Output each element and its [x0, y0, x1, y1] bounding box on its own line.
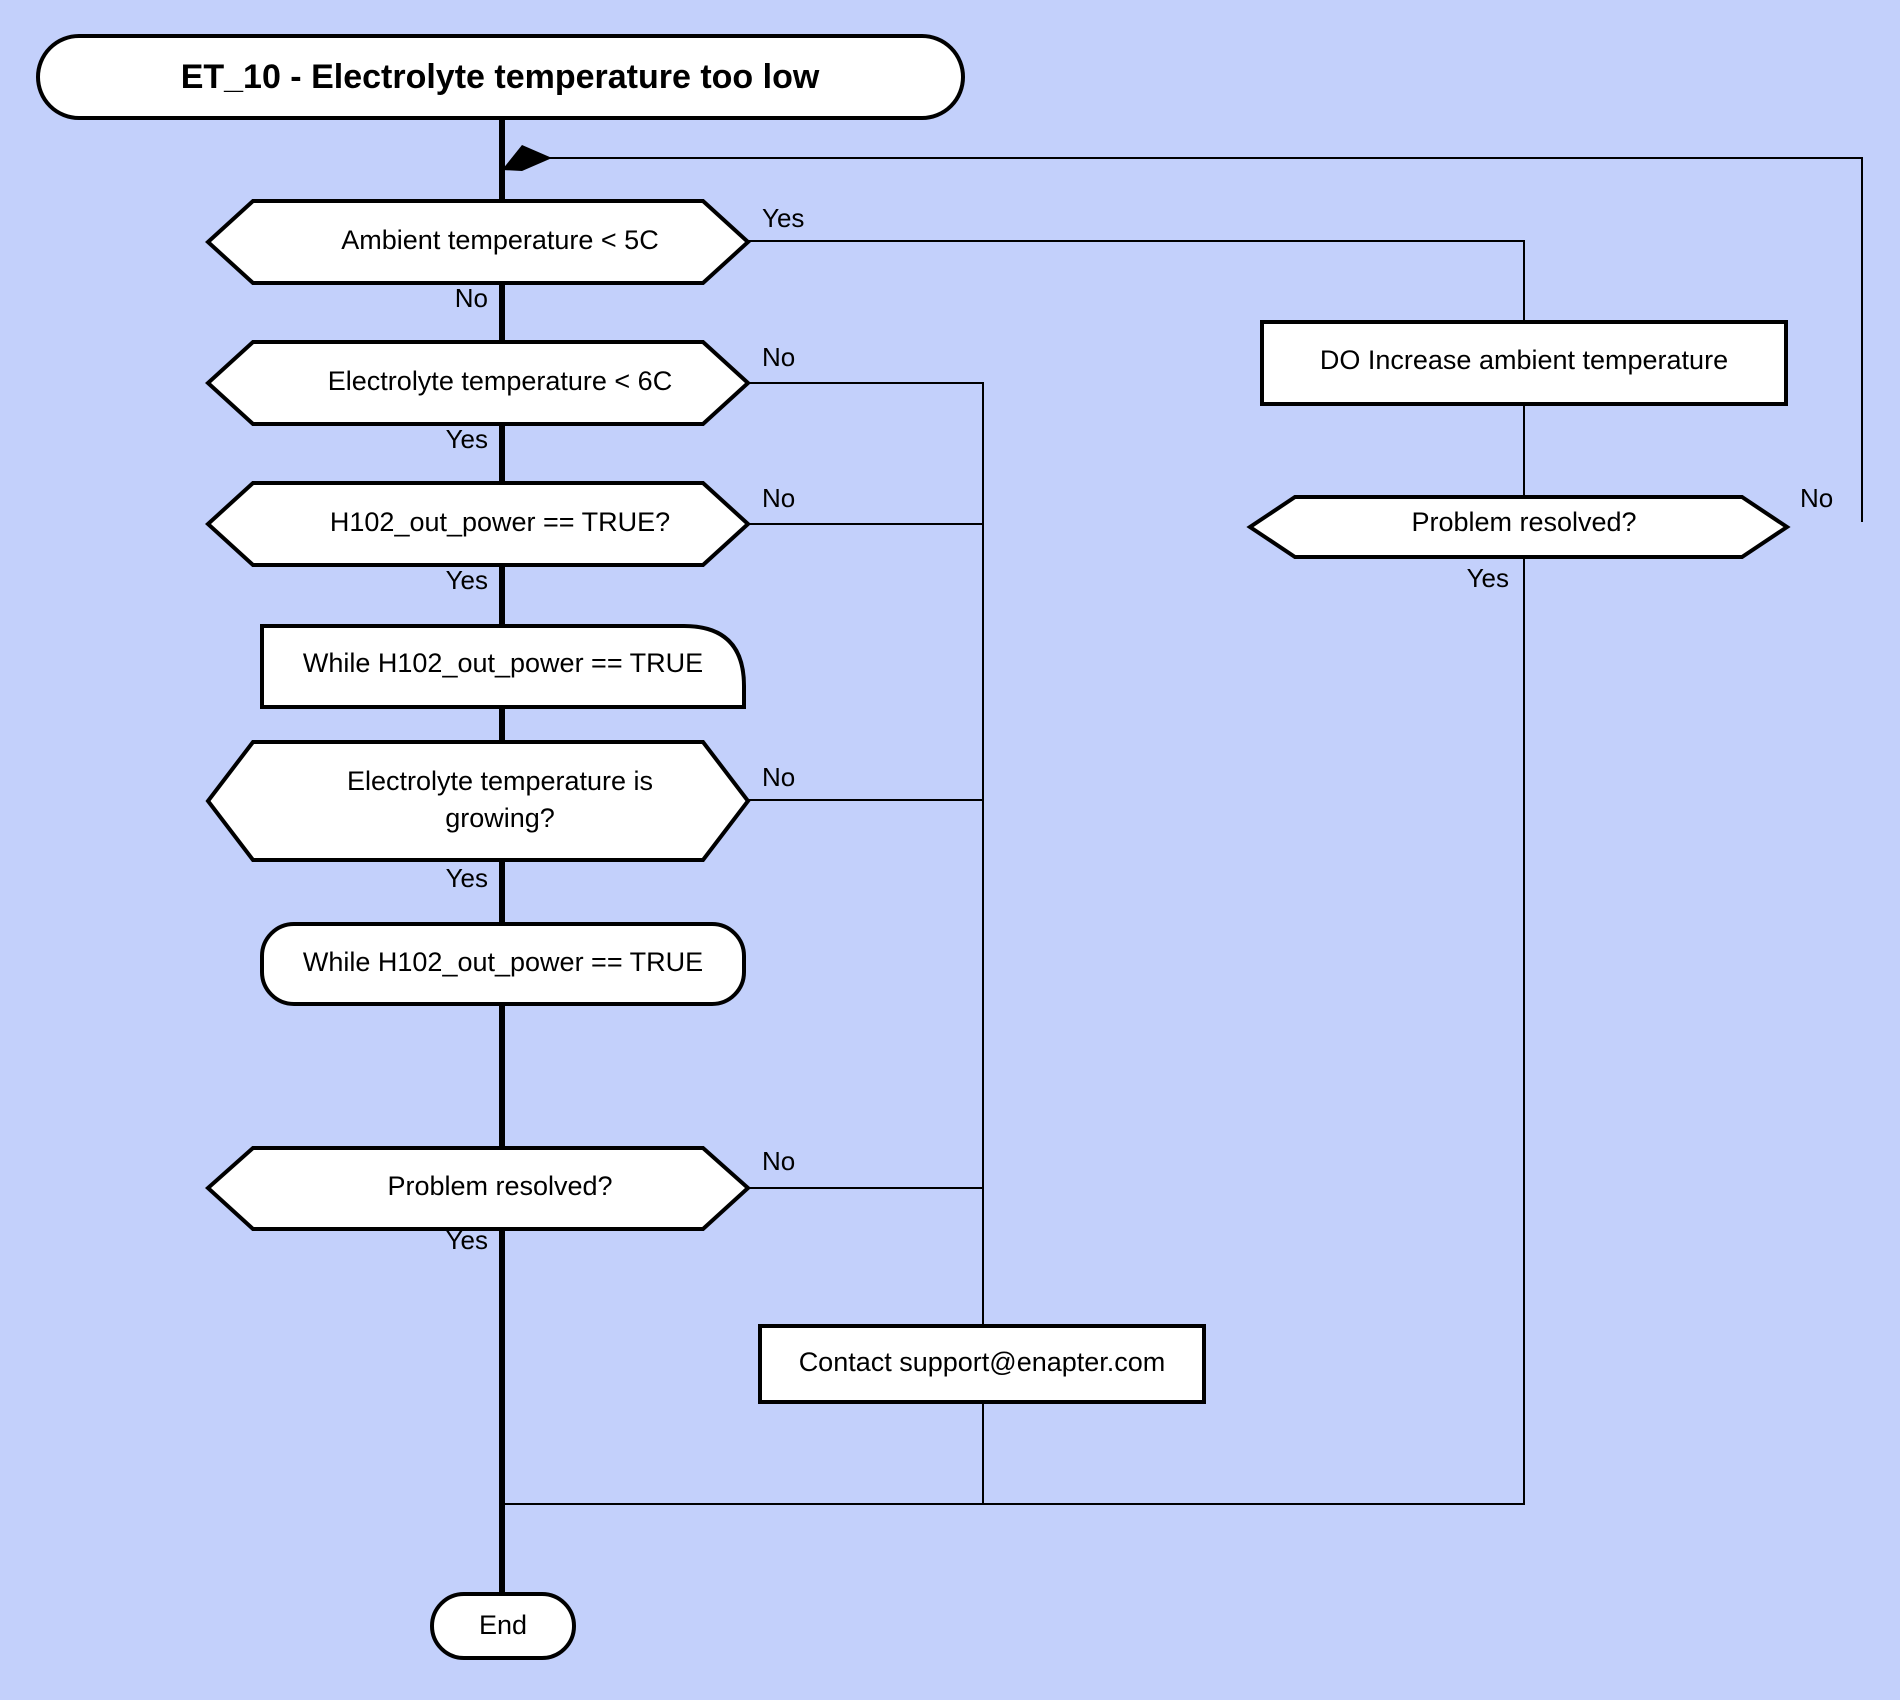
edge-label-electrolyte-no: No — [762, 342, 795, 372]
node-decision-resolved-left[interactable]: Problem resolved? — [205, 1146, 751, 1231]
start-shape — [36, 34, 965, 120]
growing-hexagon — [205, 740, 751, 862]
edge-resolved-right-no-loop — [530, 157, 1863, 522]
growing-label-line1: Electrolyte temperature is — [347, 766, 653, 796]
node-process-while-2[interactable]: While H102_out_power == TRUE — [260, 922, 746, 1006]
node-start[interactable]: ET_10 - Electrolyte temperature too low — [36, 34, 965, 120]
ambient-hexagon — [205, 199, 751, 285]
resolved-right-label: Problem resolved? — [1411, 507, 1636, 537]
while2-shape — [260, 922, 746, 1006]
edge-ambient-yes — [748, 240, 1525, 322]
node-decision-h102[interactable]: H102_out_power == TRUE? — [205, 481, 751, 567]
edge-label-electrolyte-yes: Yes — [446, 424, 488, 454]
end-shape — [430, 1592, 576, 1660]
resolved-left-hexagon — [205, 1146, 751, 1231]
end-label: End — [479, 1610, 527, 1640]
h102-label: H102_out_power == TRUE? — [330, 507, 670, 537]
node-decision-growing[interactable]: Electrolyte temperature is growing? — [205, 740, 751, 862]
do-increase-shape — [1260, 320, 1788, 406]
node-decision-electrolyte[interactable]: Electrolyte temperature < 6C — [205, 340, 751, 426]
edge-label-growing-no: No — [762, 762, 795, 792]
edge-labels-layer: Yes No No Yes No Yes No Yes No Yes No Ye… — [446, 203, 1834, 1255]
resolved-left-label: Problem resolved? — [387, 1171, 612, 1201]
edge-label-resolved-left-yes: Yes — [446, 1225, 488, 1255]
h102-hexagon — [205, 481, 751, 567]
while1-shape — [260, 624, 746, 709]
edges-layer — [499, 118, 1863, 1594]
growing-label-line2: growing? — [445, 803, 555, 833]
edge-electrolyte-no — [748, 382, 984, 1326]
edge-label-resolved-right-yes: Yes — [1467, 563, 1509, 593]
while2-label: While H102_out_power == TRUE — [303, 947, 703, 977]
node-process-do-increase[interactable]: DO Increase ambient temperature — [1260, 320, 1788, 406]
edge-label-resolved-right-no: No — [1800, 483, 1833, 513]
edge-label-resolved-left-no: No — [762, 1146, 795, 1176]
resolved-right-hexagon — [1246, 495, 1791, 559]
electrolyte-hexagon — [205, 340, 751, 426]
ambient-label: Ambient temperature < 5C — [341, 225, 658, 255]
contact-support-label: Contact support@enapter.com — [799, 1347, 1166, 1377]
feedback-arrow-head — [502, 145, 552, 171]
edge-label-growing-yes: Yes — [446, 863, 488, 893]
node-end[interactable]: End — [430, 1592, 576, 1660]
node-decision-ambient[interactable]: Ambient temperature < 5C — [205, 199, 751, 285]
do-increase-label: DO Increase ambient temperature — [1320, 345, 1728, 375]
node-process-while-1[interactable]: While H102_out_power == TRUE — [260, 624, 746, 709]
node-process-contact-support[interactable]: Contact support@enapter.com — [758, 1324, 1206, 1404]
edge-label-h102-no: No — [762, 483, 795, 513]
contact-support-shape — [758, 1324, 1206, 1404]
node-decision-resolved-right[interactable]: Problem resolved? — [1246, 495, 1791, 559]
edge-label-ambient-no: No — [455, 283, 488, 313]
edge-resolved-right-yes — [983, 557, 1525, 1505]
edge-label-ambient-yes: Yes — [762, 203, 804, 233]
electrolyte-label: Electrolyte temperature < 6C — [328, 366, 672, 396]
while1-label: While H102_out_power == TRUE — [303, 648, 703, 678]
edge-label-h102-yes: Yes — [446, 565, 488, 595]
start-label: ET_10 - Electrolyte temperature too low — [181, 58, 820, 96]
